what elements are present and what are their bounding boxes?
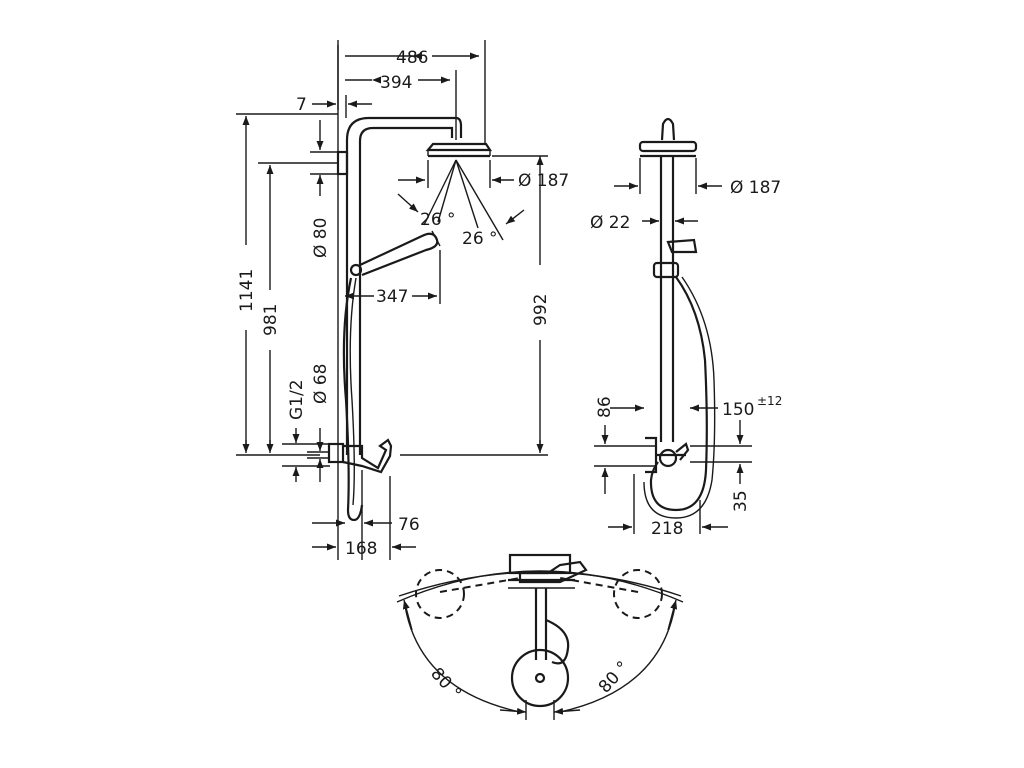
head-diameter-label: Ø 187 xyxy=(518,171,569,191)
depth-label: 218 xyxy=(651,519,683,539)
bracket-height-label: 981 xyxy=(261,304,281,336)
bracket-diameter-label: Ø 80 xyxy=(311,218,331,258)
escutcheon-diameter-label: Ø 68 xyxy=(311,364,331,404)
rail-diameter-label: Ø 22 xyxy=(590,213,630,233)
overall-width-label: 486 xyxy=(396,48,428,68)
head-tilt-right-label: 26 ° xyxy=(462,229,498,249)
head-height-label: 992 xyxy=(531,294,551,326)
total-height-label: 1141 xyxy=(237,269,257,312)
side-head-diameter-label: Ø 187 xyxy=(730,178,781,198)
wall-gap-label: 7 xyxy=(296,95,307,115)
head-tilt-left-label: 26 ° xyxy=(420,210,456,230)
swivel-left-label: 80 ° xyxy=(426,664,465,704)
mixer-offset-label: 168 xyxy=(345,539,377,559)
head-offset-label: 394 xyxy=(380,73,412,93)
connection-thread-label: G1/2 xyxy=(287,379,307,420)
hand-shower-reach-label: 347 xyxy=(376,287,408,307)
slider-tolerance-label: ±12 xyxy=(757,394,782,408)
mixer-height-label: 86 xyxy=(595,396,615,418)
front-view: 486 394 7 1141 981 Ø 80 Ø 187 xyxy=(236,40,569,560)
mixer-projection-label: 76 xyxy=(398,515,420,535)
side-view: Ø 187 Ø 22 86 150 ±12 35 218 xyxy=(590,117,782,539)
swivel-right-label: 80 ° xyxy=(595,658,634,698)
lower-offset-label: 35 xyxy=(731,490,751,512)
top-view: 80 ° 80 ° xyxy=(396,553,684,720)
slider-range-label: 150 xyxy=(722,400,754,420)
